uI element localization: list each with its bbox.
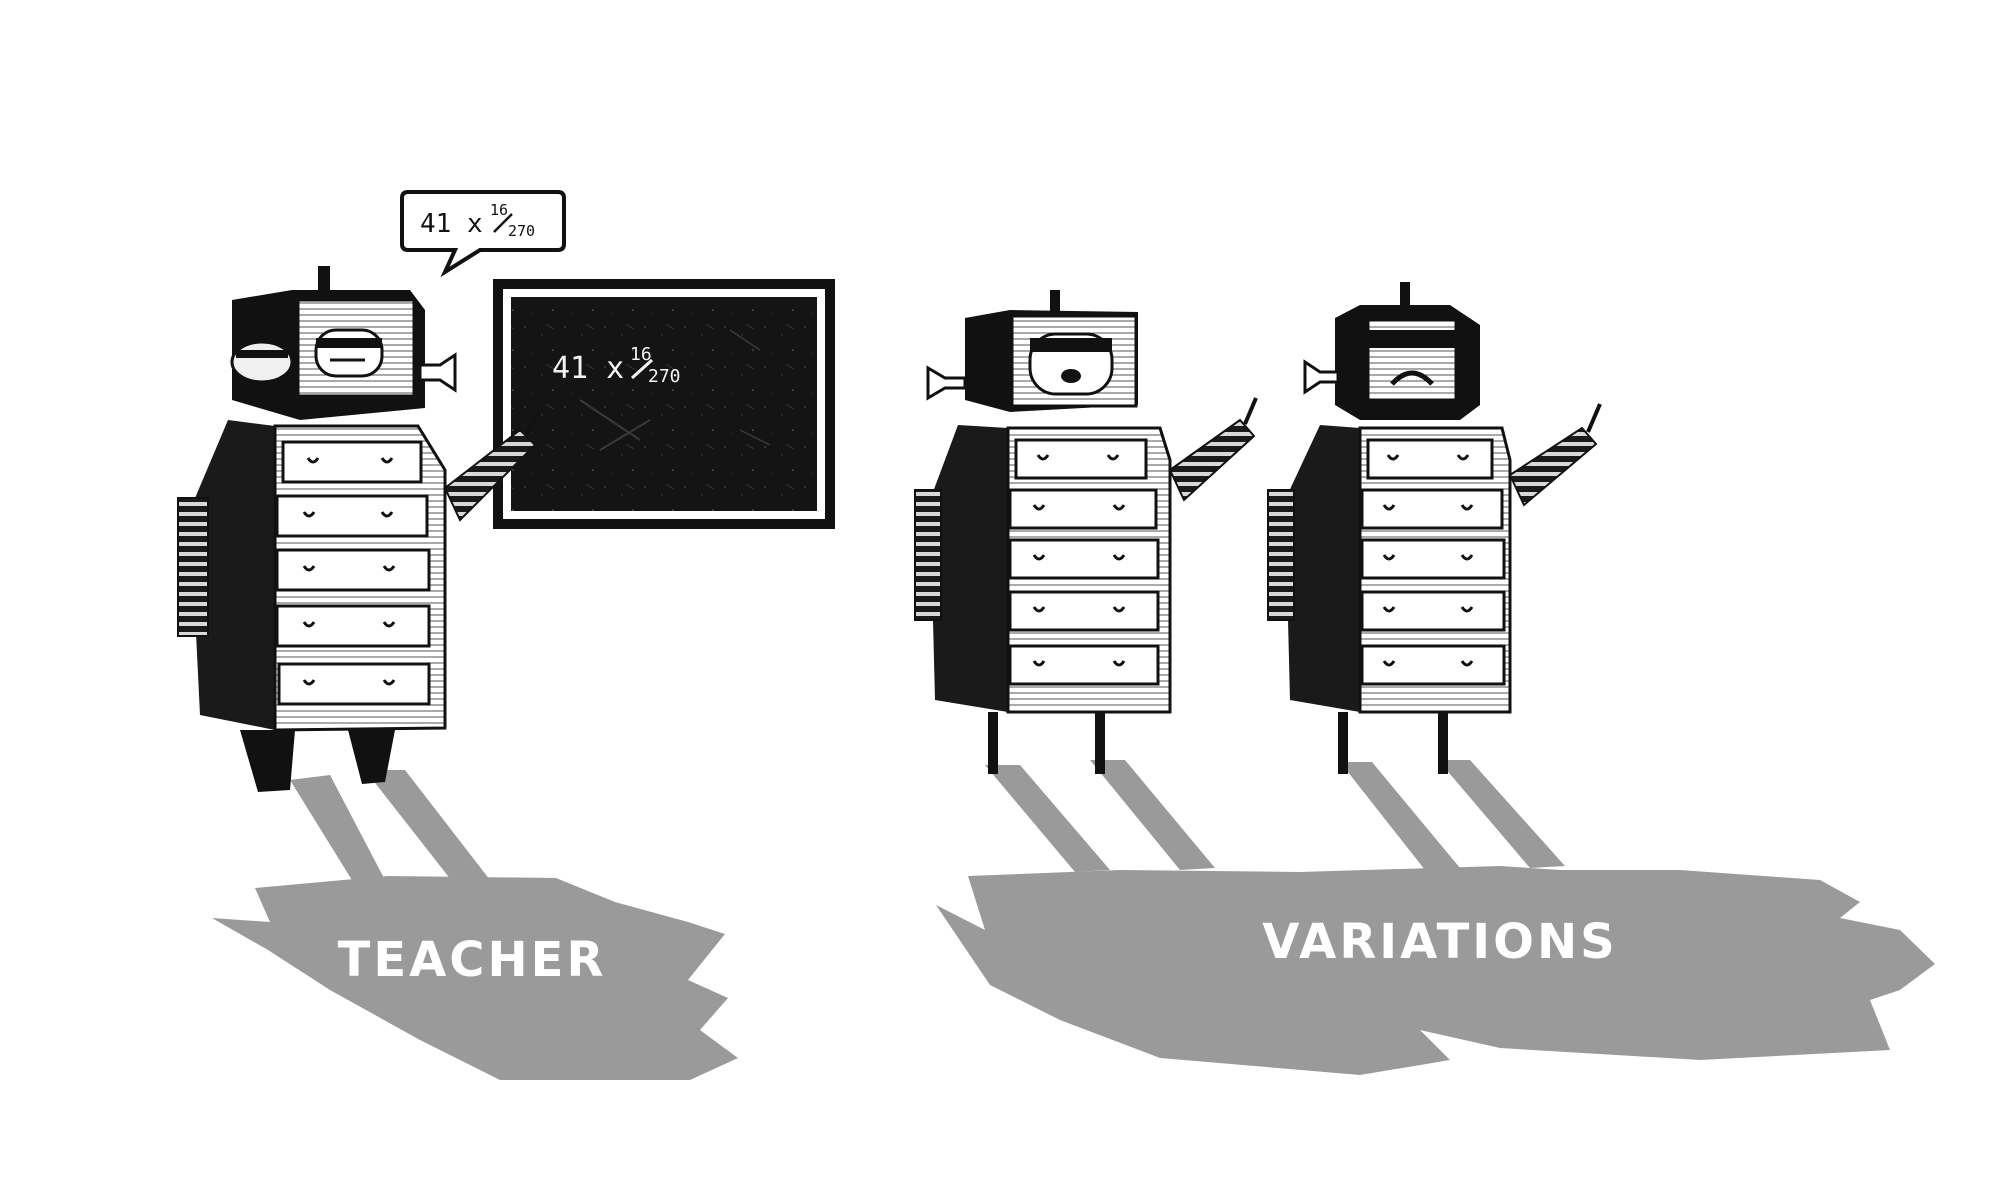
chalkboard-equation-denominator: 270 xyxy=(648,366,681,387)
speech-equation-numerator: 16 xyxy=(490,201,508,219)
variation-robot-1 xyxy=(914,290,1258,774)
speech-equation-denominator: 270 xyxy=(508,222,535,240)
variations-label: VARIATIONS xyxy=(1262,914,1617,970)
teacher-shadow xyxy=(212,770,738,1080)
speech-equation-whole: 41 x xyxy=(420,209,483,239)
variations-shadow xyxy=(936,760,1935,1075)
chalkboard-equation-whole: 41 x xyxy=(552,351,624,386)
chalkboard: 41 x 16 270 xyxy=(493,279,835,529)
chalkboard-equation-numerator: 16 xyxy=(630,344,652,365)
speech-bubble: 41 x 16 270 xyxy=(400,190,566,278)
teacher-label: TEACHER xyxy=(338,932,607,988)
teacher-drawers xyxy=(275,440,431,706)
speech-fraction-bar xyxy=(493,213,513,233)
chalkboard-fraction-bar xyxy=(630,358,654,380)
variation-robot-2 xyxy=(1267,282,1602,774)
teacher-robot xyxy=(177,266,542,792)
